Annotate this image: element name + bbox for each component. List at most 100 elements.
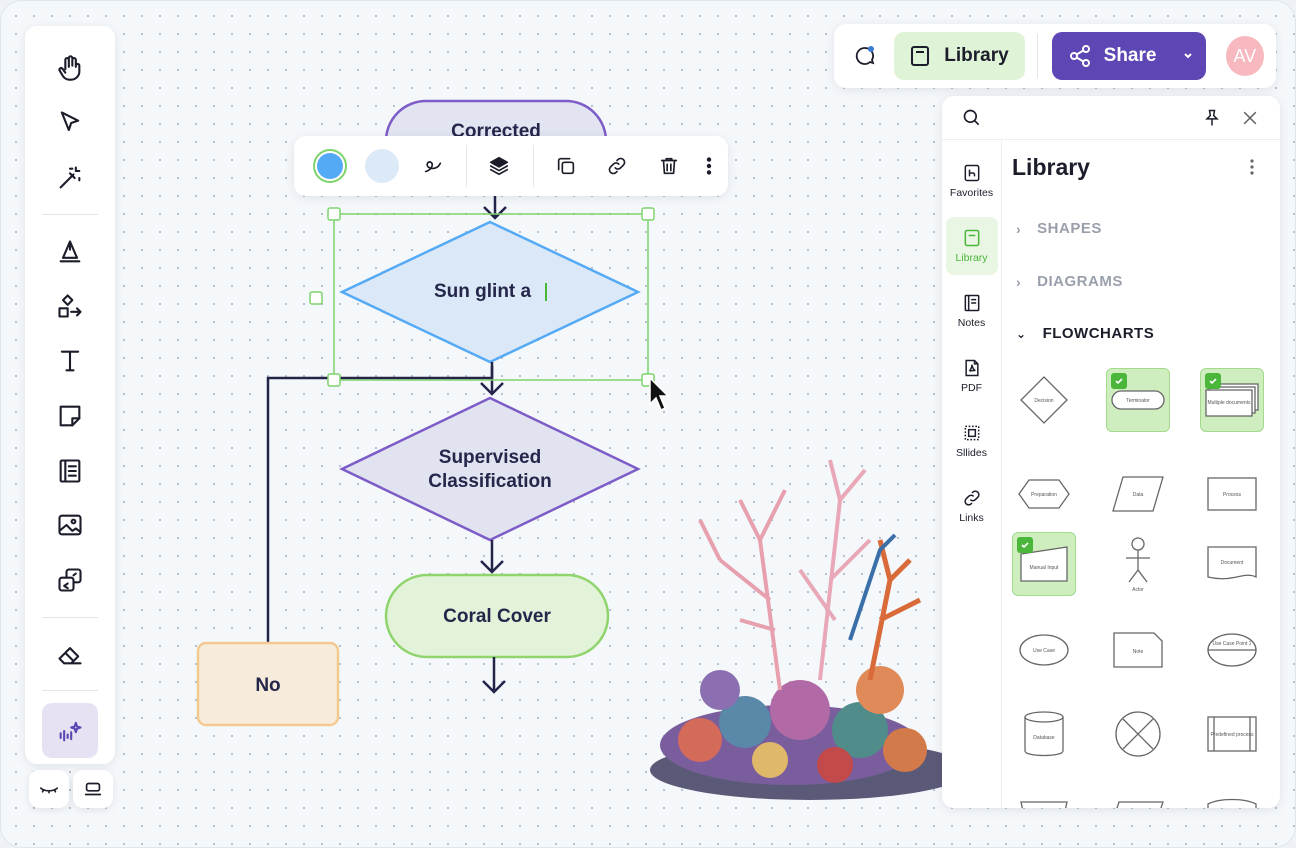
pointer-icon[interactable] xyxy=(43,99,97,148)
svg-text:Predefined process: Predefined process xyxy=(1210,732,1254,738)
shape-predefined-process[interactable]: Predefined process xyxy=(1200,702,1264,766)
svg-text:Decision: Decision xyxy=(1034,398,1053,404)
close-icon[interactable] xyxy=(1240,108,1260,128)
svg-text:Document: Document xyxy=(1221,560,1244,566)
eye-closed-icon xyxy=(39,787,59,794)
shape-document[interactable]: Document xyxy=(1200,532,1264,596)
svg-text:Use Case: Use Case xyxy=(1033,648,1055,654)
shape-use-case[interactable]: Use Case xyxy=(1012,618,1076,682)
library-button-label: Library xyxy=(944,45,1009,66)
chevron-right-icon: › xyxy=(1016,273,1022,290)
shape-manual-input[interactable]: Manual Input xyxy=(1012,532,1076,596)
library-content: Library ›SHAPES ›DIAGRAMS ⌄FLOWCHARTS De… xyxy=(1012,140,1280,808)
library-button[interactable]: Library xyxy=(894,32,1025,80)
coral-cover-node xyxy=(384,573,610,659)
svg-text:Data: Data xyxy=(1133,492,1144,498)
shape-preparation[interactable]: Preparation xyxy=(1012,462,1076,526)
nav-library[interactable]: Library xyxy=(945,217,998,275)
svg-text:Database: Database xyxy=(1033,735,1055,741)
comment-icon xyxy=(856,46,875,65)
slides-icon xyxy=(964,425,979,441)
coral-cover-label: Coral Cover xyxy=(443,606,551,627)
nav-links[interactable]: Links xyxy=(946,477,998,535)
text-icon[interactable] xyxy=(43,337,97,386)
svg-text:Use Case Point 1: Use Case Point 1 xyxy=(1213,641,1252,647)
link-icon xyxy=(963,490,980,506)
shape-actor[interactable]: Actor xyxy=(1106,532,1170,596)
chevron-down-icon xyxy=(1184,53,1193,59)
svg-text:Terminator: Terminator xyxy=(1126,398,1150,404)
shape-data[interactable]: Data xyxy=(1106,462,1170,526)
secondary-color-swatch[interactable] xyxy=(359,143,403,189)
visibility-toggle[interactable] xyxy=(29,770,69,808)
sticky-note-icon[interactable] xyxy=(43,392,97,441)
notes-icon[interactable] xyxy=(43,446,97,495)
nav-favorites[interactable]: Favorites xyxy=(946,152,998,210)
category-flowcharts[interactable]: ⌄FLOWCHARTS xyxy=(1016,325,1155,342)
shape-partial-3[interactable] xyxy=(1200,790,1264,808)
shape-use-case-point[interactable]: Use Case Point 1 xyxy=(1200,618,1264,682)
avatar[interactable]: AV xyxy=(1225,36,1264,76)
mouse-cursor-icon xyxy=(649,376,670,412)
shape-or-circle[interactable] xyxy=(1106,702,1170,766)
category-diagrams[interactable]: ›DIAGRAMS xyxy=(1016,273,1123,290)
no-node xyxy=(196,641,340,727)
check-icon xyxy=(1111,373,1127,389)
shape-terminator[interactable]: Terminator xyxy=(1106,368,1170,432)
notes-icon xyxy=(964,294,979,312)
no-label: No xyxy=(255,675,281,696)
duplicate-icon[interactable] xyxy=(544,143,588,189)
more-icon[interactable] xyxy=(698,143,721,189)
shape-partial-2[interactable] xyxy=(1106,790,1170,808)
shapes-icon[interactable] xyxy=(43,282,97,331)
shape-multiple-documents[interactable]: Multiple documents xyxy=(1200,368,1264,432)
image-icon[interactable] xyxy=(43,501,97,550)
eraser-icon[interactable] xyxy=(43,630,97,679)
shape-decision[interactable]: Decision xyxy=(1012,368,1076,432)
library-nav: Favorites Library Notes PDF Sllides Link… xyxy=(942,140,1002,808)
link-icon[interactable] xyxy=(595,143,639,189)
supervised-label-line1: Supervised xyxy=(438,447,542,468)
nav-notes[interactable]: Notes xyxy=(946,282,998,340)
shape-process[interactable]: Process xyxy=(1200,462,1264,526)
embed-icon[interactable] xyxy=(43,556,97,605)
chevron-right-icon: › xyxy=(1016,220,1022,237)
pen-icon[interactable] xyxy=(43,227,97,276)
supervised-label-line2: Classification xyxy=(428,471,552,492)
library-panel: Favorites Library Notes PDF Sllides Link… xyxy=(942,96,1280,808)
share-button-label: Share xyxy=(1103,45,1157,66)
hand-icon[interactable] xyxy=(43,44,97,93)
shape-note[interactable]: Note xyxy=(1106,618,1170,682)
check-icon xyxy=(1017,537,1033,553)
share-button[interactable]: Share xyxy=(1051,32,1206,80)
category-shapes[interactable]: ›SHAPES xyxy=(1016,220,1102,237)
stroke-style-icon[interactable] xyxy=(411,143,455,189)
delete-icon[interactable] xyxy=(646,143,690,189)
svg-text:Process: Process xyxy=(1223,492,1242,498)
fill-color-swatch[interactable] xyxy=(308,143,352,189)
book-icon xyxy=(911,46,930,66)
shape-partial-1[interactable] xyxy=(1012,790,1076,808)
pin-icon[interactable] xyxy=(1202,108,1222,128)
svg-text:Actor: Actor xyxy=(1132,587,1144,593)
sun-glint-label[interactable]: Sun glint a xyxy=(434,281,532,302)
comments-button[interactable] xyxy=(846,36,884,76)
shape-database[interactable]: Database xyxy=(1012,702,1076,766)
share-icon xyxy=(1069,45,1090,67)
magic-wand-icon[interactable] xyxy=(43,154,97,203)
minimap-toggle[interactable] xyxy=(73,770,113,808)
library-search-bar[interactable] xyxy=(942,96,1280,140)
kebab-menu-icon[interactable] xyxy=(1250,158,1254,176)
left-toolbar xyxy=(25,26,115,764)
nav-slides[interactable]: Sllides xyxy=(946,412,998,470)
sun-glint-decision-node xyxy=(339,220,641,364)
pdf-icon xyxy=(964,359,979,377)
svg-text:Manual Input: Manual Input xyxy=(1030,565,1060,571)
nav-pdf[interactable]: PDF xyxy=(946,347,998,405)
layers-icon[interactable] xyxy=(477,143,521,189)
chevron-down-icon: ⌄ xyxy=(1016,326,1027,341)
ai-sparkle-icon[interactable] xyxy=(42,703,98,758)
svg-text:Preparation: Preparation xyxy=(1031,492,1057,498)
favorites-icon xyxy=(964,164,979,182)
